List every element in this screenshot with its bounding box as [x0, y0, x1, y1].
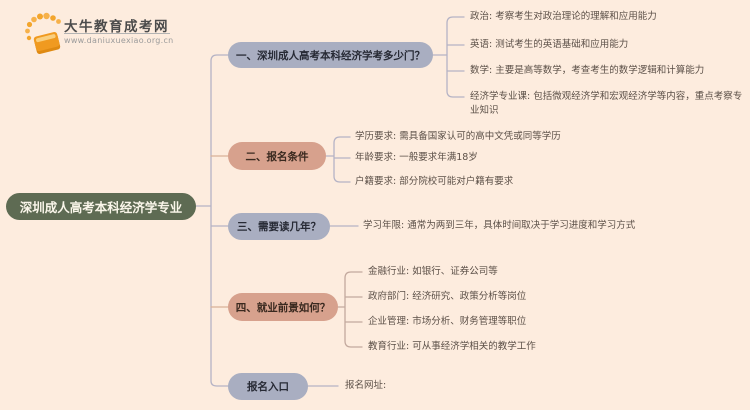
- leaf-math: 数学: 主要是高等数学，考查考生的数学逻辑和计算能力: [470, 65, 705, 76]
- leaf-economics-course: 经济学专业课: 包括微观经济学和宏观经济学等内容，重点考察专业知识: [470, 91, 743, 116]
- site-url: www.daniuxuexiao.org.cn: [64, 36, 174, 45]
- leaf-politics: 政治: 考察考生对政治理论的理解和应用能力: [470, 11, 657, 22]
- branch4-bracket: [337, 271, 363, 348]
- site-name: 大牛教育成考网: [64, 19, 169, 35]
- leaf-finance: 金融行业: 如银行、证券公司等: [368, 266, 498, 277]
- leaf-enterprise: 企业管理: 市场分析、财务管理等职位: [368, 316, 527, 327]
- leaf-government: 政府部门: 经济研究、政策分析等岗位: [368, 291, 527, 302]
- branch-node-signup-entry: 报名入口: [228, 373, 308, 400]
- leaf-education-req: 学历要求: 需具备国家认可的高中文凭或同等学历: [355, 131, 561, 142]
- logo-divider: [64, 33, 170, 34]
- branch-node-duration: 三、需要读几年？: [228, 213, 330, 240]
- leaf-study-duration: 学习年限: 通常为两到三年，具体时间取决于学习进度和学习方式: [363, 220, 636, 231]
- branch2-bracket: [325, 136, 351, 183]
- branch-node-exam-subjects: 一、深圳成人高考本科经济学考多少门？: [228, 42, 433, 68]
- leaf-signup-url: 报名网址:: [345, 380, 387, 391]
- leaf-residence-req: 户籍要求: 部分院校可能对户籍有要求: [355, 176, 514, 187]
- root-node: 深圳成人高考本科经济学专业: [6, 193, 196, 220]
- leaf-english: 英语: 测试考生的英语基础和应用能力: [470, 39, 629, 50]
- branch1-bracket: [432, 16, 465, 98]
- branch-node-requirements: 二、报名条件: [228, 142, 326, 170]
- trunk-stub-pink: [210, 155, 229, 308]
- leaf-age-req: 年龄要求: 一般要求年满18岁: [355, 152, 478, 163]
- trunk-line: [195, 54, 229, 387]
- leaf-education-industry: 教育行业: 可从事经济学相关的教学工作: [368, 341, 536, 352]
- book-sunrise-icon: [25, 12, 61, 54]
- branch-node-career: 四、就业前景如何？: [228, 293, 338, 321]
